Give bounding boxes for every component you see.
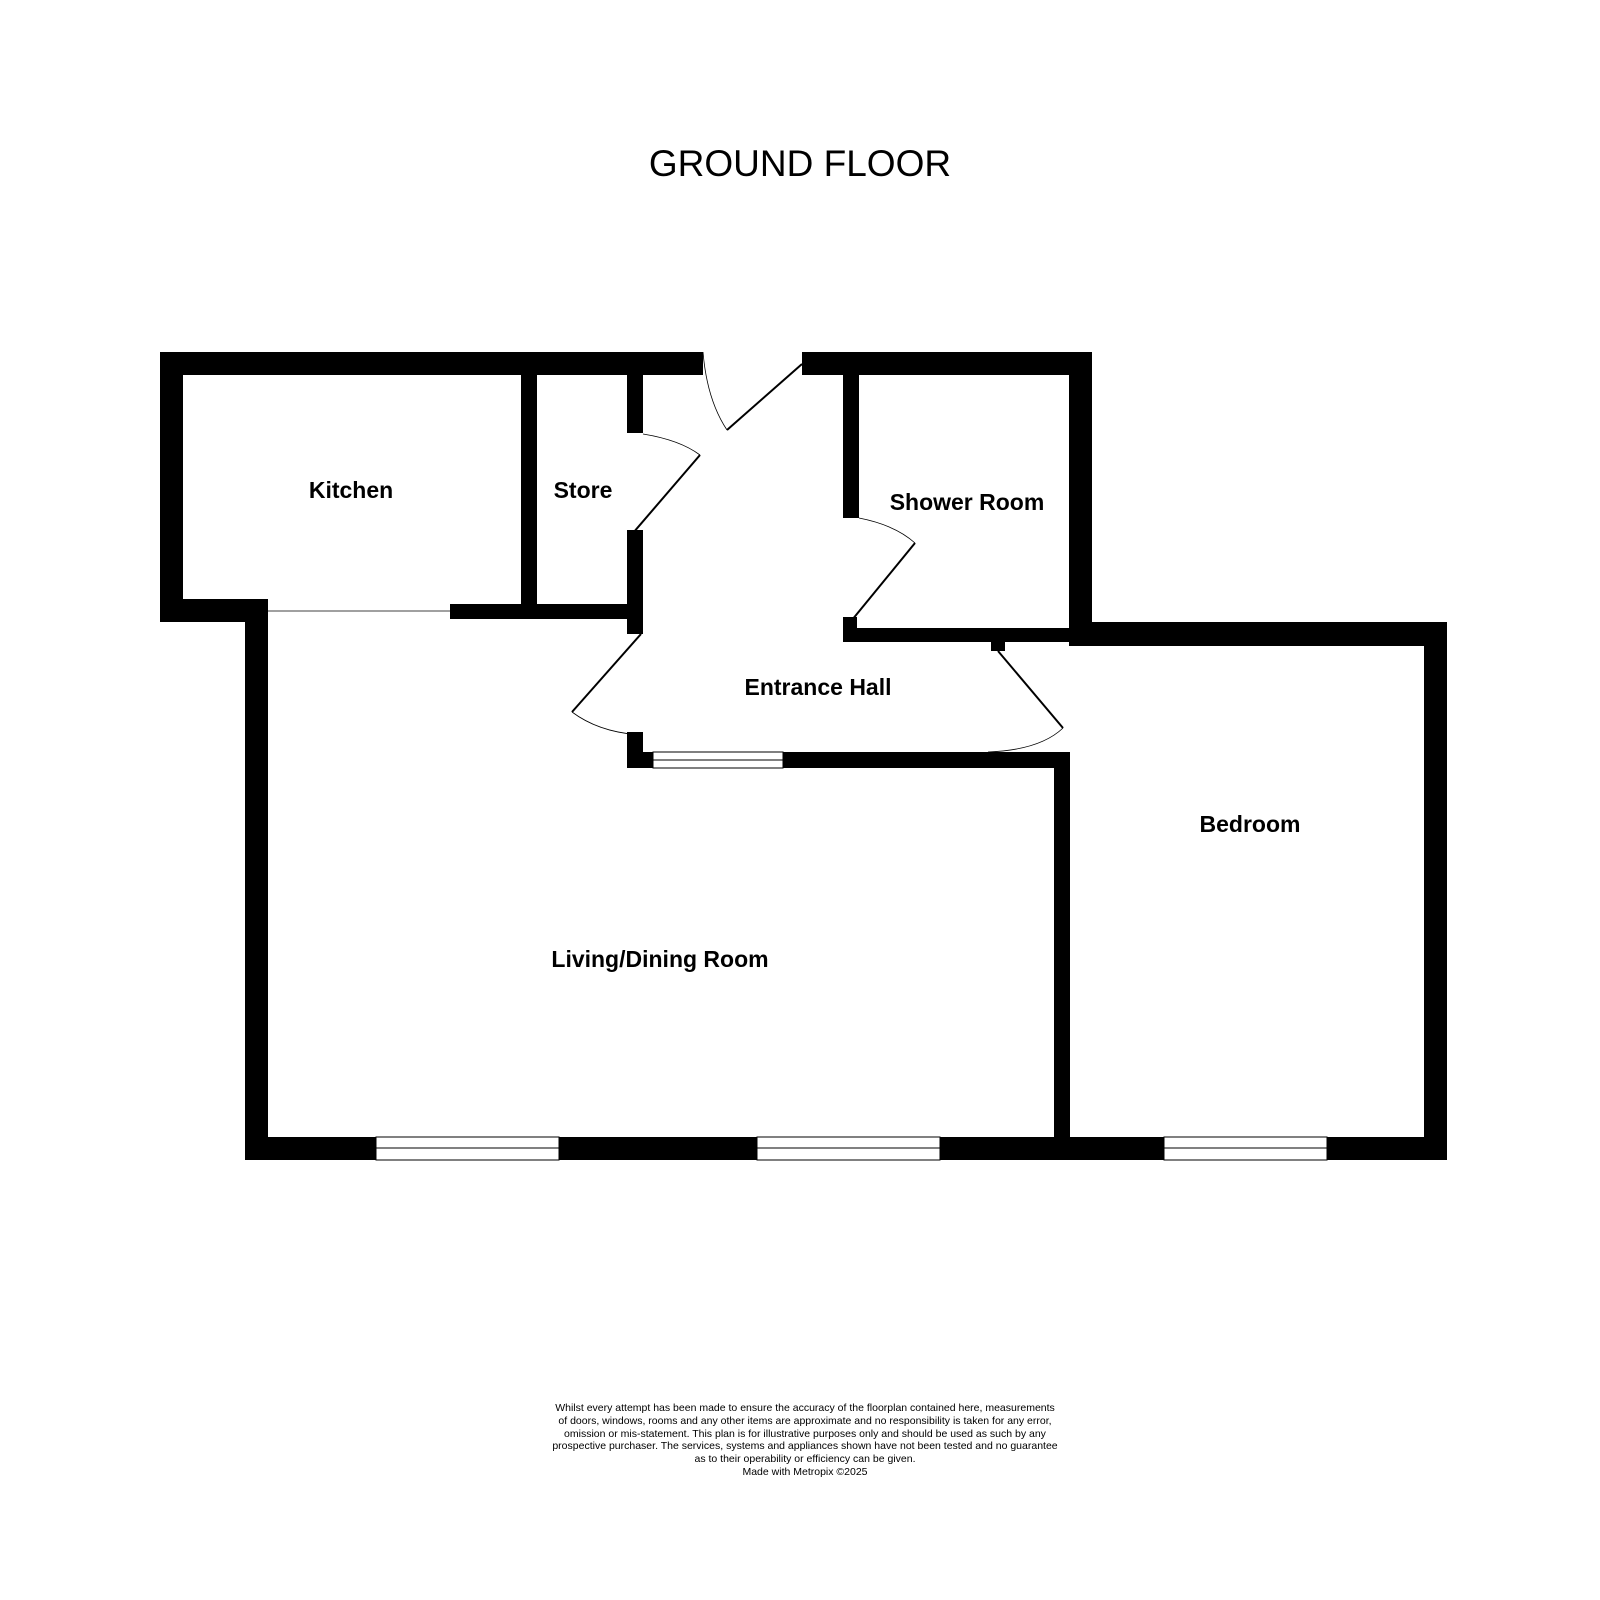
room-label-shower-room: Shower Room xyxy=(890,489,1045,515)
wall-shower-left xyxy=(843,375,859,518)
disclaimer: Whilst every attempt has been made to en… xyxy=(500,1402,1110,1479)
wall-bedroom-right xyxy=(1424,622,1447,1160)
wall-store-right-upper xyxy=(627,375,643,433)
room-label-living-dining: Living/Dining Room xyxy=(551,946,768,972)
disclaimer-line: of doors, windows, rooms and any other i… xyxy=(558,1414,1052,1427)
doors xyxy=(268,351,1064,753)
wall-kitchen-left xyxy=(160,352,183,622)
wall-kitchen-store xyxy=(521,352,537,618)
door-bedroom xyxy=(987,650,1064,753)
door-store xyxy=(632,433,701,534)
window-bedroom xyxy=(1163,1136,1328,1161)
door-shower xyxy=(851,517,916,621)
wall-kitchen-bottom xyxy=(160,599,268,622)
wall-top-left xyxy=(160,352,703,375)
disclaimer-credit: Made with Metropix ©2025 xyxy=(742,1465,868,1478)
door-living xyxy=(571,633,644,736)
room-label-kitchen: Kitchen xyxy=(309,477,393,503)
walls xyxy=(160,352,1447,1160)
wall-living-left xyxy=(245,599,268,1160)
room-labels: Kitchen Store Shower Room Entrance Hall … xyxy=(309,477,1301,972)
disclaimer-line: prospective purchaser. The services, sys… xyxy=(552,1440,1058,1453)
window-living-2 xyxy=(756,1136,941,1161)
disclaimer-line: omission or mis-statement. This plan is … xyxy=(564,1427,1046,1440)
wall-living-bedroom xyxy=(1054,752,1070,1160)
windows xyxy=(375,751,1328,1161)
room-label-entrance-hall: Entrance Hall xyxy=(745,674,892,700)
room-label-bedroom: Bedroom xyxy=(1200,811,1301,837)
disclaimer-line: as to their operability or efficiency ca… xyxy=(694,1453,916,1466)
wall-door-stub xyxy=(991,639,1005,651)
floor-title: GROUND FLOOR xyxy=(648,143,952,184)
window-living-1 xyxy=(375,1136,560,1161)
wall-store-right-lower xyxy=(627,530,643,634)
wall-bedroom-top xyxy=(1069,622,1447,646)
wall-top-right xyxy=(802,352,1092,375)
wall-shower-bottom xyxy=(843,628,1072,642)
room-label-store: Store xyxy=(554,477,613,503)
wall-store-bottom xyxy=(450,604,643,619)
wall-shower-right xyxy=(1069,352,1092,642)
disclaimer-line: Whilst every attempt has been made to en… xyxy=(555,1402,1055,1414)
window-hall xyxy=(652,751,784,769)
door-front xyxy=(702,351,803,431)
